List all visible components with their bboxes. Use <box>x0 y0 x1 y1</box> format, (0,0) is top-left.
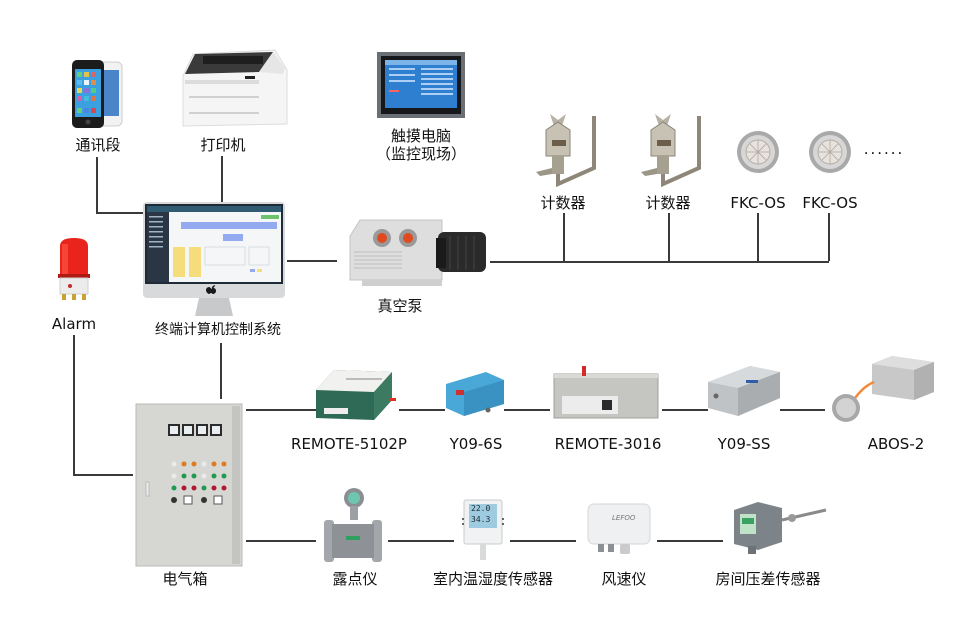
label-y09-ss: Y09-SS <box>717 435 771 453</box>
node-phone <box>70 60 126 132</box>
label-dew-point: 露点仪 <box>332 570 378 588</box>
node-cabinet <box>134 402 244 568</box>
remote-sensor-icon <box>316 370 396 420</box>
node-anemometer: LEFOO <box>584 500 654 556</box>
label-touch-pc: 触摸电脑 （监控现场） <box>362 127 480 163</box>
node-counter-2 <box>635 112 707 192</box>
anemometer-icon <box>587 503 651 554</box>
line-alarm-cabinet-h <box>73 474 133 476</box>
remote-sensor-icon <box>553 366 659 419</box>
label-remote-5102p: REMOTE-5102P <box>291 435 407 453</box>
line-pump-bus <box>490 261 829 263</box>
particle-counter-icon <box>641 114 701 188</box>
temp-humidity-sensor-icon <box>462 499 504 560</box>
label-cabinet: 电气箱 <box>162 570 208 588</box>
particle-counter-icon <box>536 114 596 188</box>
node-remote-3016 <box>552 366 660 420</box>
node-remote-5102p <box>312 368 398 422</box>
line-temphum-anemometer <box>510 540 576 542</box>
label-pressure-diff: 房间压差传感器 <box>715 570 821 588</box>
node-touch-pc <box>377 52 465 118</box>
label-touch-pc-line1: 触摸电脑 <box>390 127 451 145</box>
alarm-beacon-icon <box>58 238 90 300</box>
label-fkc-1: FKC-OS <box>730 194 786 212</box>
line-dewpoint-temphum <box>388 540 454 542</box>
line-cabinet-dewpoint <box>246 540 316 542</box>
line-phone-terminal-v <box>96 157 98 212</box>
vacuum-pump-icon <box>349 219 486 286</box>
line-y096s-remote3016 <box>504 409 550 411</box>
sensor-disc-icon <box>809 131 851 173</box>
differential-pressure-sensor-icon <box>734 502 827 554</box>
printer-icon <box>182 49 288 127</box>
electrical-cabinet-icon <box>135 403 243 567</box>
label-terminal: 终端计算机控制系统 <box>155 322 281 338</box>
label-counter-1: 计数器 <box>540 194 586 212</box>
line-bus-fkc2 <box>828 213 830 261</box>
line-terminal-cabinet <box>220 343 222 399</box>
node-counter-1 <box>530 112 602 192</box>
touch-monitor-icon <box>377 52 465 118</box>
particle-sensor-icon <box>708 366 780 416</box>
line-bus-fkc1 <box>757 213 759 261</box>
particle-sensor-icon <box>446 372 504 416</box>
smartphone-icon <box>72 60 123 128</box>
anemometer-brand: LEFOO <box>612 514 636 522</box>
node-printer <box>175 46 291 130</box>
line-bus-counter1 <box>563 213 565 261</box>
label-touch-pc-line2: （监控现场） <box>375 145 466 163</box>
label-abos-2: ABOS-2 <box>867 435 925 453</box>
label-remote-3016: REMOTE-3016 <box>554 435 662 453</box>
label-counter-2: 计数器 <box>645 194 691 212</box>
node-temp-humidity: 22.0 34.3 <box>462 498 504 562</box>
desktop-computer-icon <box>143 202 285 316</box>
node-terminal <box>143 202 285 318</box>
sensor-disc-icon <box>737 131 779 173</box>
label-printer: 打印机 <box>200 136 246 154</box>
node-fkc-2 <box>808 130 852 174</box>
node-alarm <box>56 236 92 302</box>
label-more-ellipsis: ...... <box>863 140 905 158</box>
line-alarm-cabinet-v <box>73 335 75 475</box>
line-remote5102p-y096s <box>399 409 445 411</box>
node-dew-point <box>318 486 388 566</box>
humidity-readout: 34.3 <box>471 515 491 524</box>
line-terminal-pump <box>287 260 337 262</box>
line-anemometer-pressure <box>657 540 723 542</box>
node-vacuum-pump <box>342 218 488 288</box>
sensor-unit-icon <box>832 356 934 422</box>
line-cabinet-remote5102p <box>246 409 316 411</box>
line-bus-counter2 <box>668 213 670 261</box>
label-temp-humidity: 室内温湿度传感器 <box>432 570 553 588</box>
label-fkc-2: FKC-OS <box>802 194 858 212</box>
label-alarm: Alarm <box>51 315 97 333</box>
label-phone: 通讯段 <box>75 136 121 154</box>
label-vacuum-pump: 真空泵 <box>377 297 423 315</box>
node-y09-6s <box>446 370 506 418</box>
node-pressure-diff <box>728 500 832 556</box>
dew-point-meter-icon <box>324 488 382 562</box>
line-printer-terminal <box>221 156 223 202</box>
node-y09-ss <box>706 364 782 418</box>
line-y09ss-abos2 <box>780 409 825 411</box>
label-y09-6s: Y09-6S <box>449 435 503 453</box>
line-phone-terminal-h <box>96 212 144 214</box>
node-abos-2 <box>826 354 942 426</box>
label-anemometer: 风速仪 <box>601 570 647 588</box>
temp-readout: 22.0 <box>471 504 491 513</box>
node-fkc-1 <box>736 130 780 174</box>
line-remote3016-y09ss <box>662 409 708 411</box>
